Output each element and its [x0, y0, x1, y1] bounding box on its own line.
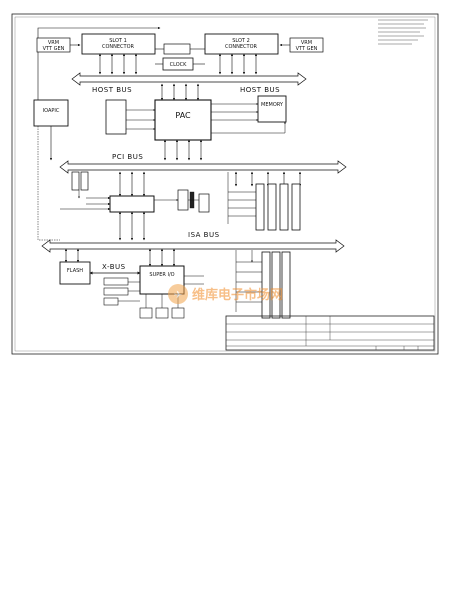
interrupt-lines: [37, 126, 60, 241]
watermark: ✈ 维库电子市场网: [168, 284, 283, 304]
watermark-text: 维库电子市场网: [192, 287, 283, 303]
slot-arrows: [98, 53, 258, 75]
x-bus: X-BUS: [89, 263, 141, 275]
super-io-peripherals: [103, 275, 204, 319]
pac-block: PAC: [154, 99, 212, 141]
x-bus-label: X-BUS: [102, 263, 126, 271]
flash-label: FLASH: [67, 268, 83, 274]
ide-blocks: [71, 171, 89, 199]
clock-block: CLOCK: [155, 57, 205, 71]
pac-side-box: [105, 99, 156, 135]
host-bus-right-label: HOST BUS: [240, 86, 280, 94]
host-bus-left-label: HOST BUS: [92, 86, 132, 94]
pci-bus: PCI BUS: [59, 153, 347, 174]
ioapic-block: IOAPIC: [33, 99, 69, 161]
isa-slots: [235, 250, 291, 319]
super-io-label: SUPER I/O: [149, 272, 174, 278]
notes-block: [378, 19, 428, 45]
piix-block: [109, 195, 155, 213]
pci-bus-label: PCI BUS: [112, 153, 143, 161]
pac-host-arrows: [160, 83, 200, 101]
title-block: [225, 315, 435, 351]
sheet-border: [11, 13, 439, 355]
usb-block: [154, 189, 210, 213]
clock-label: CLOCK: [170, 62, 188, 68]
ioapic-label: IOAPIC: [43, 108, 60, 114]
apic-bus-line: [37, 26, 161, 100]
pci-slots: [227, 172, 301, 231]
pac-pci-arrows: [163, 139, 203, 161]
isa-bus: ISA BUS: [41, 231, 345, 253]
pac-memory-arrows: [211, 103, 286, 134]
memory-label: MEMORY: [261, 102, 284, 108]
piix-pci-arrows: [60, 171, 146, 211]
piix-isa-arrows: [118, 211, 146, 241]
memory-block: MEMORY: [257, 95, 287, 123]
flash-block: FLASH: [59, 248, 91, 285]
host-bus: HOST BUS HOST BUS: [71, 72, 307, 94]
bridge-box: [155, 43, 205, 55]
svg-text:✈: ✈: [174, 290, 182, 301]
pac-label: PAC: [175, 111, 191, 120]
isa-bus-label: ISA BUS: [188, 231, 220, 239]
